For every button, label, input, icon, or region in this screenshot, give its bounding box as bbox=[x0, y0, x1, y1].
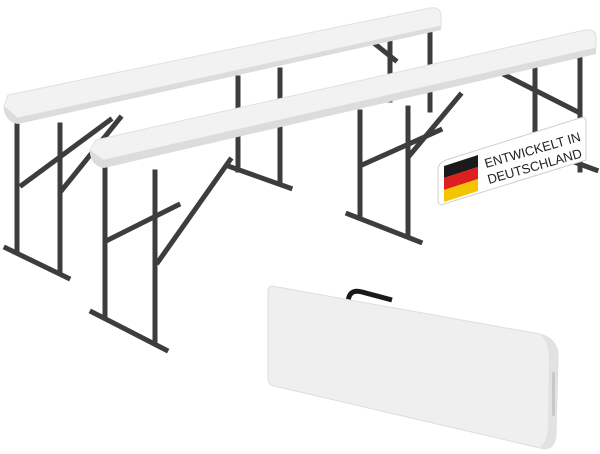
german-flag-icon bbox=[444, 155, 478, 202]
folded-bench bbox=[267, 285, 559, 450]
front-bench-top bbox=[89, 29, 597, 168]
back-bench-top bbox=[3, 7, 442, 124]
made-in-germany-badge: ENTWICKELT IN DEUTSCHLAND bbox=[437, 117, 587, 205]
